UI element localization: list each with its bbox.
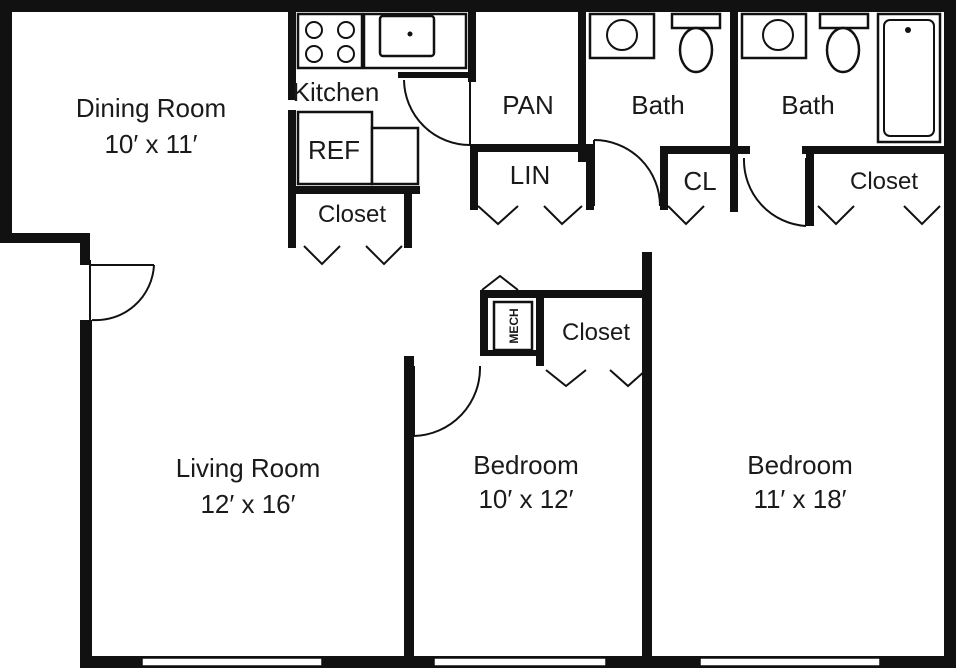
pantry-label: PAN [502,90,554,120]
room-labels: Dining Room 10′ x 11′ Kitchen REF Closet… [76,77,918,519]
bath2-toilet [825,26,861,74]
mech-label: MECH [507,308,521,343]
kitchen-name: Kitchen [293,77,380,107]
bath2-closet-label: Closet [850,168,918,195]
living-room-size: 12′ x 16′ [200,489,295,519]
ref-label: REF [308,135,360,165]
bath1-name: Bath [631,90,685,120]
closet-cl-label: CL [683,166,716,196]
bedroom2-size: 11′ x 18′ [753,484,846,514]
linen-label: LIN [510,160,550,190]
living-room-name: Living Room [176,453,321,483]
bath-fixtures [588,12,942,144]
bedroom1-name: Bedroom [473,450,579,480]
kitchen-sink [378,14,436,58]
bath2-name: Bath [781,90,835,120]
kitchen-closet-label: Closet [318,201,386,228]
bedroom2-name: Bedroom [747,450,853,480]
doors [89,79,941,437]
dining-room-name: Dining Room [76,93,226,123]
kitchen-fixtures [296,12,468,186]
interior-walls [288,12,944,656]
dining-room-size: 10′ x 11′ [104,129,197,159]
bedroom1-closet-label: Closet [562,319,630,346]
refrigerator [296,110,374,186]
bathtub [876,12,942,144]
bath1-toilet [678,26,714,74]
bottom-windows [141,657,881,667]
mech-unit [492,300,534,352]
bedroom1-size: 10′ x 12′ [478,484,573,514]
